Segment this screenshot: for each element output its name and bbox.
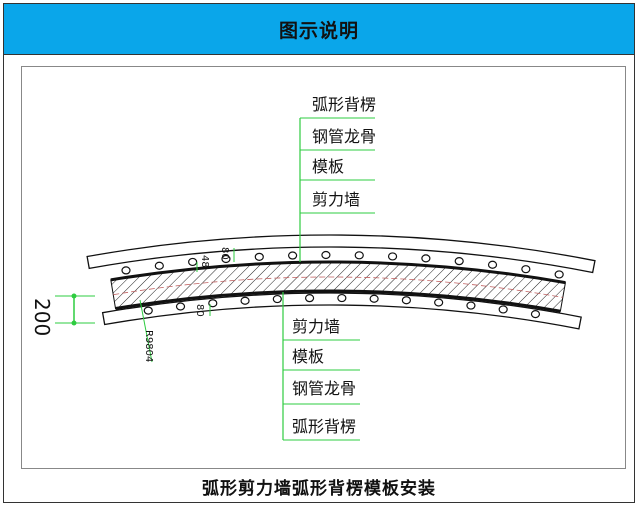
steel-pipe-inner bbox=[272, 294, 282, 304]
steel-pipe-inner bbox=[434, 298, 444, 307]
steel-pipe-outer bbox=[121, 266, 131, 275]
steel-pipe-inner bbox=[337, 293, 347, 303]
steel-pipe-outer bbox=[288, 251, 298, 260]
dimension-48: 48 bbox=[196, 255, 210, 272]
steel-pipe-inner bbox=[466, 301, 476, 310]
dimension-inner-80: 80 bbox=[194, 304, 211, 317]
label-shear-wall: 剪力墙 bbox=[312, 190, 360, 209]
steel-pipe-inner bbox=[304, 294, 315, 303]
outer-arc-back-rib bbox=[86, 234, 596, 274]
dimension-200: 200 bbox=[30, 293, 95, 336]
steel-pipe-outer bbox=[188, 257, 198, 267]
steel-pipe-inner bbox=[369, 294, 379, 303]
header-title: 图示说明 bbox=[278, 19, 359, 42]
label-formwork-bottom: 模板 bbox=[292, 347, 324, 366]
label-arc-back-rib-bottom: 弧形背楞 bbox=[292, 417, 356, 436]
drawing-area bbox=[21, 66, 626, 469]
steel-pipe-outer bbox=[487, 260, 498, 269]
label-shear-wall-bottom: 剪力墙 bbox=[292, 317, 340, 336]
steel-pipe-outer bbox=[521, 265, 531, 274]
steel-pipe-outer bbox=[421, 254, 431, 263]
top-label-list: 弧形背楞 钢管龙骨 模板 剪力墙 bbox=[300, 95, 376, 214]
steel-pipe-inner bbox=[175, 302, 186, 311]
steel-pipe-inner bbox=[498, 305, 508, 314]
steel-pipe-outer bbox=[221, 254, 231, 264]
bottom-label-list: 剪力墙 模板 钢管龙骨 弧形背楞 bbox=[283, 317, 360, 441]
steel-pipe-inner bbox=[530, 310, 541, 319]
svg-text:80: 80 bbox=[194, 304, 205, 317]
dimension-200-text: 200 bbox=[30, 298, 54, 336]
header-bar: 图示说明 bbox=[4, 4, 634, 55]
radius-annotation: R9804 bbox=[139, 299, 154, 362]
steel-pipe-inner bbox=[240, 296, 250, 305]
steel-pipe-outer bbox=[254, 252, 264, 261]
svg-text:R9804: R9804 bbox=[143, 330, 154, 362]
steel-pipe-outer bbox=[554, 270, 564, 279]
outer-formwork-panel bbox=[110, 260, 566, 285]
inner-arc-back-rib bbox=[101, 292, 582, 330]
steel-pipe-inner bbox=[143, 306, 153, 315]
label-steel-pipe: 钢管龙骨 bbox=[312, 127, 376, 146]
label-steel-pipe-bottom: 钢管龙骨 bbox=[292, 379, 356, 398]
inner-formwork-panel bbox=[115, 289, 561, 313]
steel-pipe-inner bbox=[401, 296, 411, 305]
wall-centerline bbox=[113, 276, 563, 298]
dimension-outer-80: 80 bbox=[219, 247, 235, 262]
caption: 弧形剪力墙弧形背楞模板安装 bbox=[202, 479, 436, 499]
svg-text:80: 80 bbox=[219, 247, 230, 260]
svg-text:48: 48 bbox=[199, 255, 210, 268]
steel-pipe-outer bbox=[387, 252, 398, 261]
label-formwork: 模板 bbox=[312, 157, 344, 176]
label-arc-back-rib: 弧形背楞 bbox=[312, 95, 376, 114]
steel-pipe-outer bbox=[154, 261, 164, 270]
steel-pipe-outer bbox=[321, 250, 331, 260]
steel-pipe-outer bbox=[454, 257, 464, 266]
steel-pipe-outer bbox=[354, 251, 364, 260]
steel-pipe-inner bbox=[208, 299, 218, 308]
